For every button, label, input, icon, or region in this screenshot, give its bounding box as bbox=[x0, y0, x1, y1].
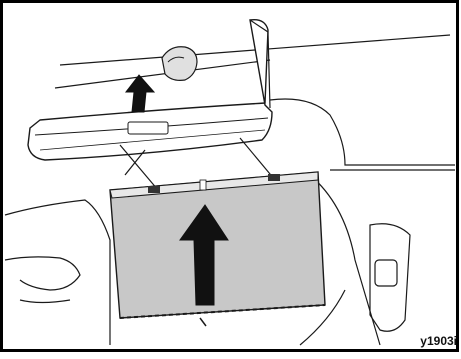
sunshade-panel bbox=[110, 172, 325, 326]
roof-line-2 bbox=[55, 60, 270, 88]
left-handle bbox=[5, 257, 80, 290]
left-panel bbox=[5, 200, 110, 345]
mirror-mount bbox=[375, 260, 397, 286]
arrow-up-icon bbox=[126, 75, 154, 112]
figure-code: y1903i bbox=[420, 334, 457, 348]
roof-rail bbox=[270, 99, 455, 165]
left-curve bbox=[20, 300, 70, 303]
right-pillar bbox=[370, 224, 410, 332]
